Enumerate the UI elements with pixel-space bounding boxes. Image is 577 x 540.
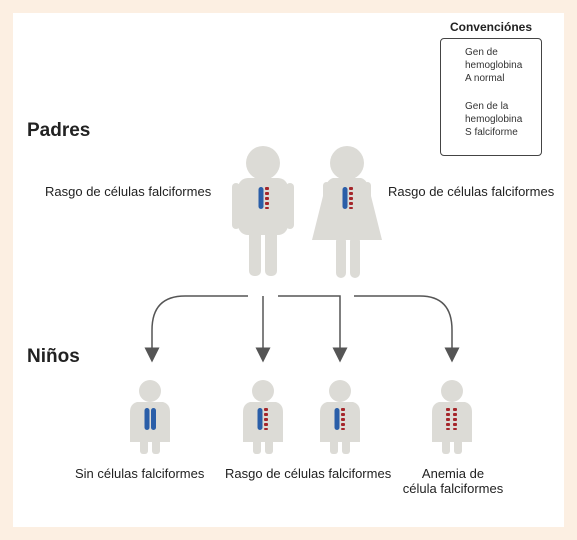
parents-heading: Padres (27, 120, 91, 141)
legend-sickle-line-2: hemoglobina (465, 114, 523, 125)
legend-box (440, 38, 542, 156)
mother-label: Rasgo de células falciformes (388, 184, 555, 199)
child-figure-1 (130, 380, 170, 454)
child-figure-4 (432, 380, 472, 454)
father-genes (258, 187, 269, 209)
child-4-label-line-2: célula falciformes (402, 481, 504, 496)
child-figure-3 (320, 380, 360, 454)
child-3-genes (334, 408, 345, 430)
child-4-label: Anemia de célula falciformes (398, 466, 508, 496)
legend-sickle-label: Gen de la hemoglobina S falciforme (465, 100, 522, 139)
legend-normal-label: Gen de hemoglobina A normal (465, 46, 522, 85)
father-label: Rasgo de células falciformes (45, 184, 212, 199)
legend-normal-line-1: Gen de (465, 47, 498, 58)
child-2-genes (257, 408, 268, 430)
legend-sickle-line-3: S falciforme (465, 127, 518, 138)
mother-figure (312, 146, 382, 278)
legend-normal-line-3: A normal (465, 73, 505, 84)
connector-arrows (144, 295, 460, 363)
child-1-label: Sin células falciformes (75, 466, 205, 481)
legend-title: Convenciónes (449, 20, 533, 34)
father-figure (232, 146, 294, 276)
children-heading: Niños (27, 346, 80, 367)
child-figure-2 (243, 380, 283, 454)
child-4-genes (446, 408, 457, 430)
legend-sickle-line-1: Gen de la (465, 101, 509, 112)
child-1-genes (144, 408, 156, 430)
legend-normal-line-2: hemoglobina (465, 60, 523, 71)
mother-genes (342, 187, 353, 209)
child-4-label-line-1: Anemia de (421, 466, 485, 481)
child-2-label: Rasgo de células falciformes (225, 466, 392, 481)
